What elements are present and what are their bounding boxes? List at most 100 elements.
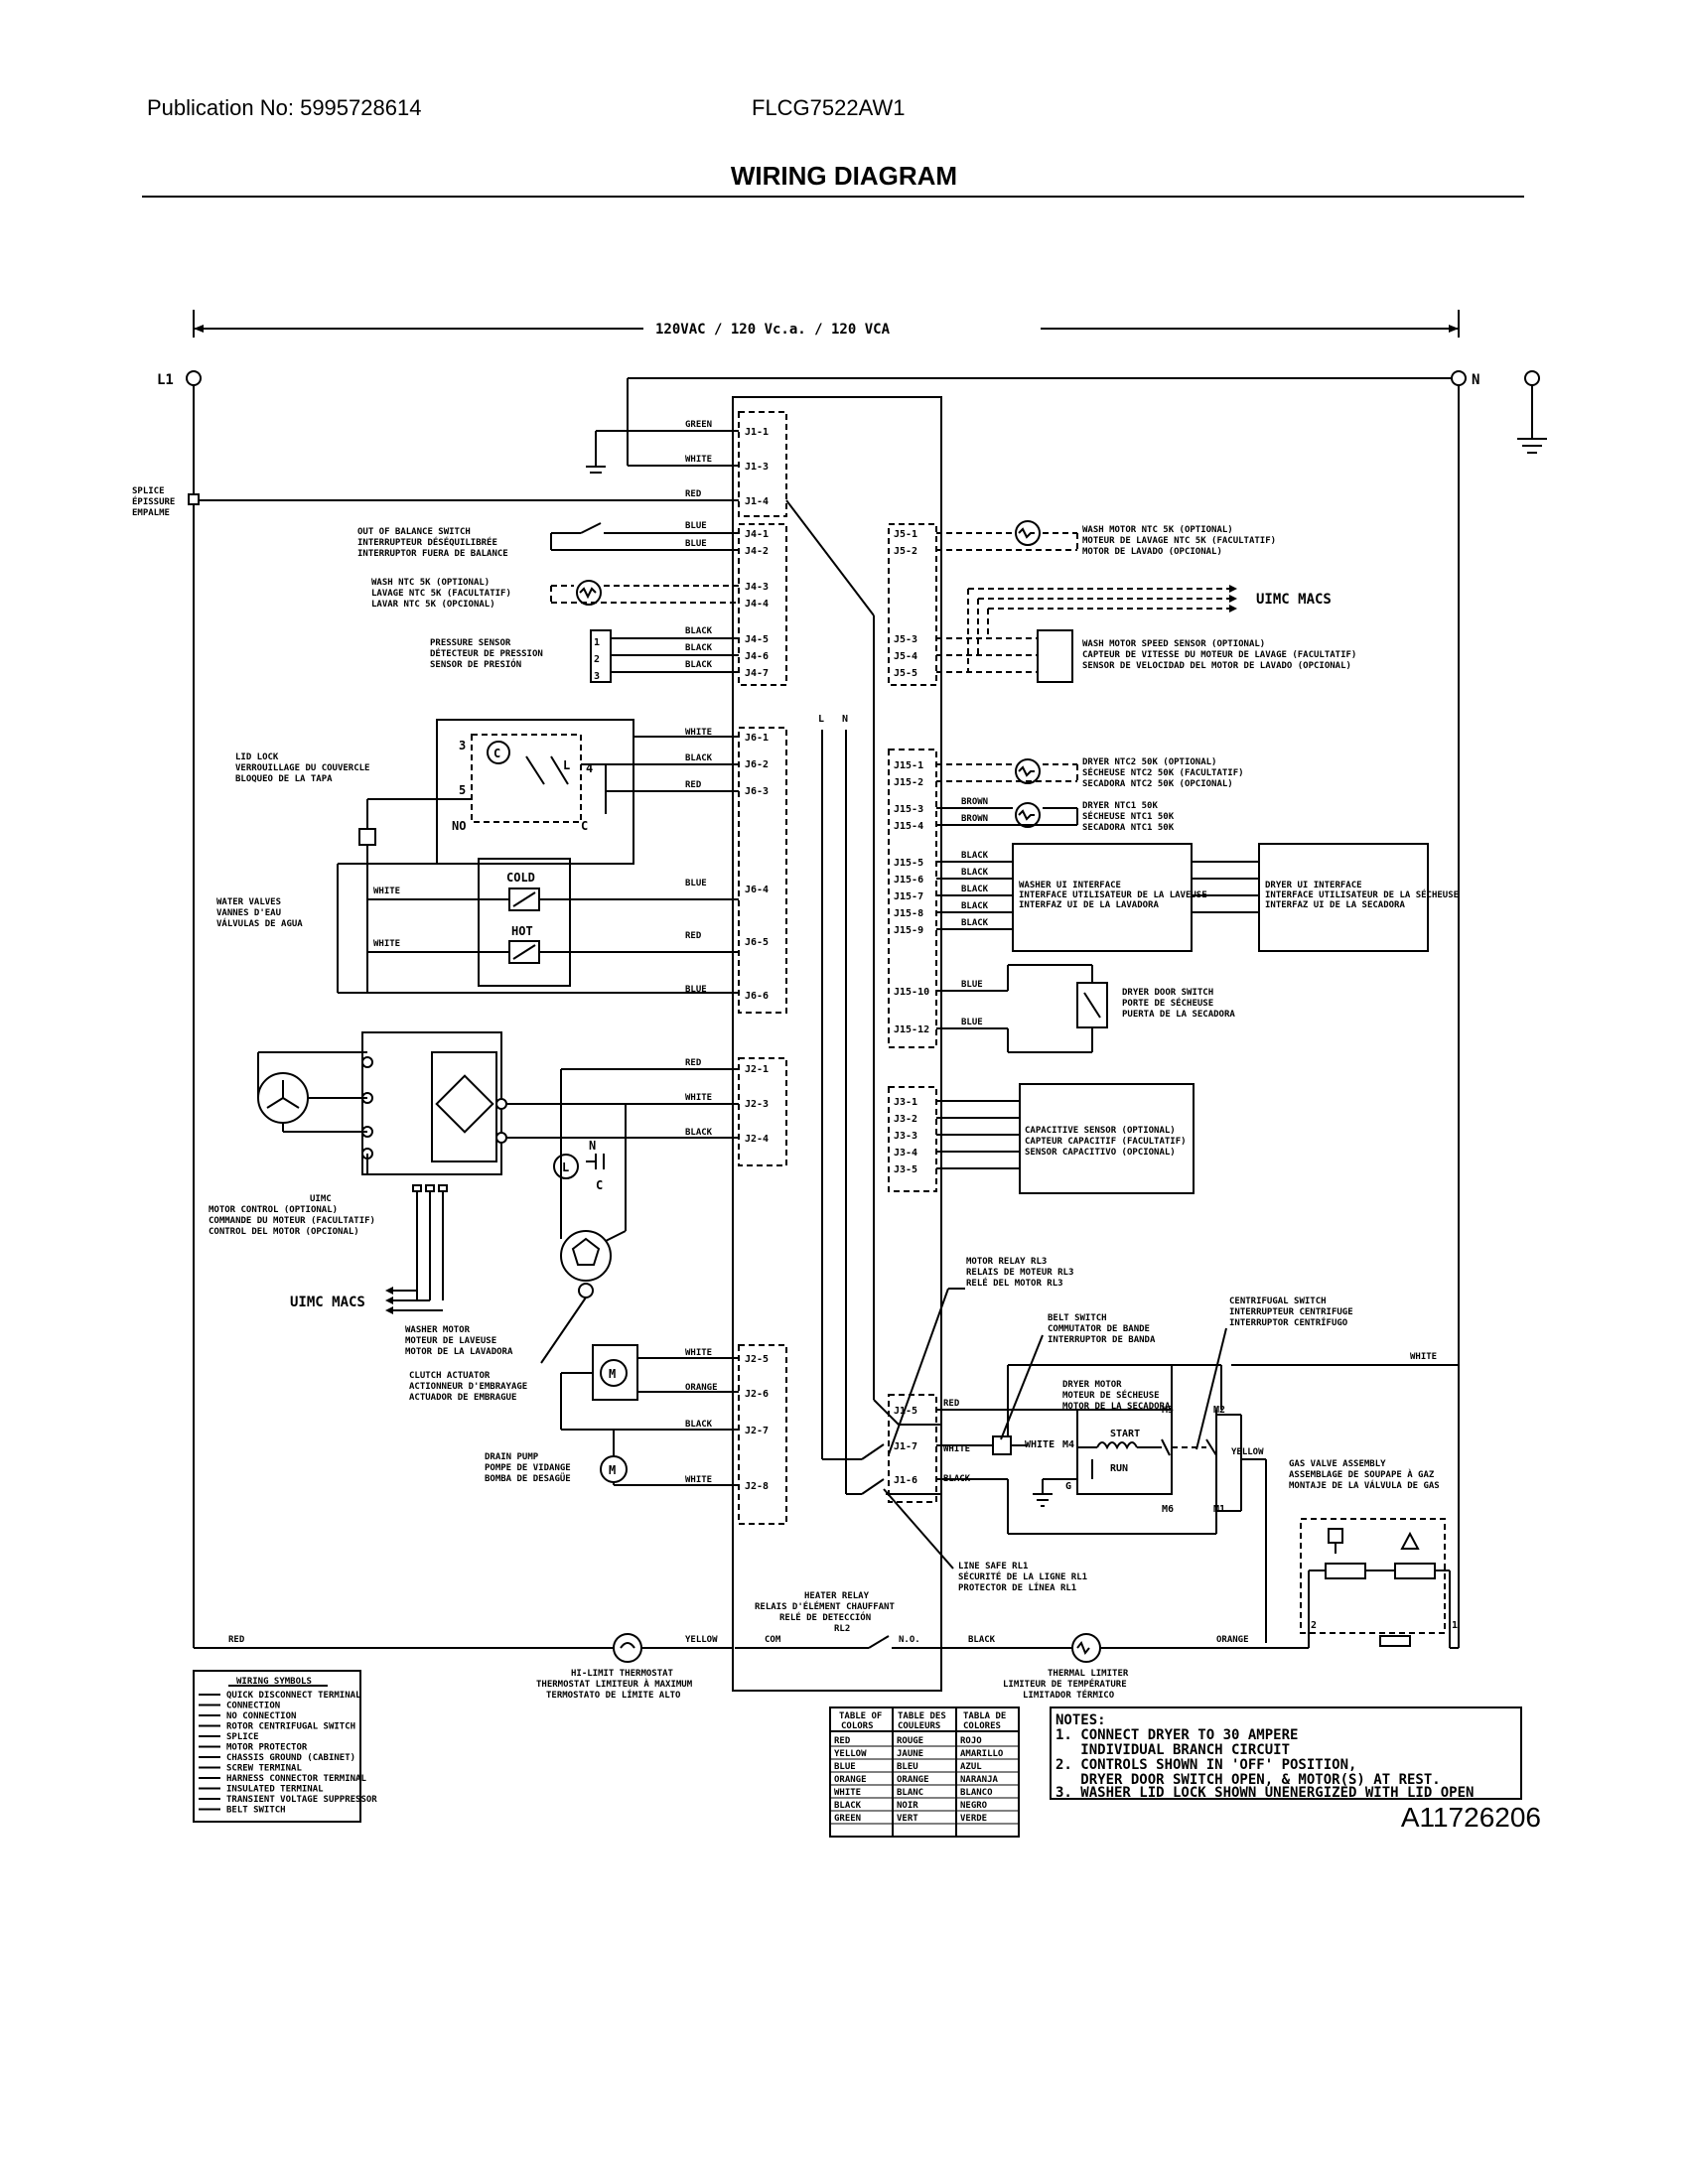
uimc-label: UIMC MOTOR CONTROL (OPTIONAL) COMMANDE D… <box>209 1194 375 1237</box>
color-cell: ORANGE <box>834 1775 867 1785</box>
svg-text:START: START <box>1110 1429 1140 1439</box>
svg-text:N: N <box>842 714 848 725</box>
color-cell: GREEN <box>834 1814 861 1824</box>
svg-text:RED: RED <box>685 1058 702 1068</box>
color-cell: ORANGE <box>897 1775 929 1785</box>
svg-text:J6-1: J6-1 <box>745 733 769 744</box>
svg-text:RL2: RL2 <box>834 1624 850 1634</box>
svg-text:SÉCHEUSE NTC2 50K (FACULTATIF): SÉCHEUSE NTC2 50K (FACULTATIF) <box>1082 766 1244 778</box>
svg-text:BOMBA DE DESAGÜE: BOMBA DE DESAGÜE <box>485 1473 571 1484</box>
svg-text:RED: RED <box>685 931 702 941</box>
svg-text:MOTEUR DE LAVAGE NTC 5K (FACUL: MOTEUR DE LAVAGE NTC 5K (FACULTATIF) <box>1082 536 1276 546</box>
svg-text:SENSOR CAPACITIVO (OPCIONAL): SENSOR CAPACITIVO (OPCIONAL) <box>1025 1148 1176 1158</box>
svg-text:COMMUTATOR DE BANDE: COMMUTATOR DE BANDE <box>1048 1324 1150 1334</box>
svg-text:POMPE DE VIDANGE: POMPE DE VIDANGE <box>485 1463 571 1473</box>
heater-relay-label: HEATER RELAY RELAIS D'ÉLÉMENT CHAUFFANT … <box>755 1591 895 1634</box>
svg-text:THERMOSTAT LIMITEUR À MAXIMUM: THERMOSTAT LIMITEUR À MAXIMUM <box>536 1678 693 1690</box>
svg-text:M5: M5 <box>1162 1405 1174 1416</box>
svg-text:WHITE: WHITE <box>685 1093 712 1103</box>
svg-text:BLACK: BLACK <box>961 918 989 928</box>
legend-item: QUICK DISCONNECT TERMINAL <box>226 1691 361 1701</box>
svg-text:WASH MOTOR SPEED SENSOR (OPTIO: WASH MOTOR SPEED SENSOR (OPTIONAL) <box>1082 639 1265 649</box>
color-cell: ROUGE <box>897 1736 923 1746</box>
note-line: 1. CONNECT DRYER TO 30 AMPERE <box>1055 1727 1298 1743</box>
svg-text:MOTOR DE LAVADO (OPCIONAL): MOTOR DE LAVADO (OPCIONAL) <box>1082 547 1222 557</box>
svg-text:J6-3: J6-3 <box>745 786 769 797</box>
svg-text:J15-9: J15-9 <box>894 925 923 936</box>
svg-text:MONTAJE DE LA VÁLVULA DE GAS: MONTAJE DE LA VÁLVULA DE GAS <box>1289 1479 1440 1491</box>
svg-text:RUN: RUN <box>1110 1463 1128 1474</box>
svg-text:WASH NTC 5K (OPTIONAL): WASH NTC 5K (OPTIONAL) <box>371 578 490 588</box>
svg-text:SENSOR DE PRESIÓN: SENSOR DE PRESIÓN <box>430 658 521 670</box>
svg-text:WASH MOTOR NTC 5K (OPTIONAL): WASH MOTOR NTC 5K (OPTIONAL) <box>1082 525 1233 535</box>
note-line: 3. WASHER LID LOCK SHOWN UNENERGIZED WIT… <box>1055 1785 1474 1801</box>
svg-text:M4: M4 <box>1062 1439 1074 1450</box>
svg-text:CLUTCH ACTUATOR: CLUTCH ACTUATOR <box>409 1371 491 1381</box>
svg-text:GREEN: GREEN <box>685 420 712 430</box>
centrifugal-switch-label: CENTRIFUGAL SWITCH INTERRUPTEUR CENTRIFU… <box>1196 1297 1353 1450</box>
svg-text:J3-4: J3-4 <box>894 1148 917 1159</box>
note-line: INDIVIDUAL BRANCH CIRCUIT <box>1055 1742 1290 1758</box>
svg-text:C: C <box>493 747 500 760</box>
svg-text:ACTIONNEUR D'EMBRAYAGE: ACTIONNEUR D'EMBRAYAGE <box>409 1382 527 1392</box>
uimc-motor-control: UIMC MACS <box>257 1031 507 1314</box>
heater-circuit: RED YELLOW COM N.O. BLACK ORANGE <box>194 1628 1459 1663</box>
svg-text:PORTE DE SÉCHEUSE: PORTE DE SÉCHEUSE <box>1122 997 1213 1009</box>
color-cell: YELLOW <box>834 1749 867 1759</box>
svg-text:BLACK: BLACK <box>961 885 989 894</box>
svg-text:BROWN: BROWN <box>961 797 988 807</box>
svg-text:J5-1: J5-1 <box>894 529 917 540</box>
svg-text:2: 2 <box>594 654 600 665</box>
svg-text:WHITE: WHITE <box>685 1348 712 1358</box>
legend-item: SCREW TERMINAL <box>226 1764 302 1774</box>
svg-text:BLACK: BLACK <box>685 643 713 653</box>
belt-switch-label: BELT SWITCH COMMUTATOR DE BANDE INTERRUP… <box>1000 1313 1156 1440</box>
svg-text:PROTECTOR DE LÍNEA RL1: PROTECTOR DE LÍNEA RL1 <box>958 1581 1076 1593</box>
color-cell: BLANCO <box>960 1788 993 1798</box>
svg-text:J3-1: J3-1 <box>894 1097 917 1108</box>
pressure-sensor-label: PRESSURE SENSOR DÉTECTEUR DE PRESSION SE… <box>430 638 543 670</box>
gas-valve-assembly: GAS VALVE ASSEMBLY ASSEMBLAGE DE SOUPAPE… <box>1289 1459 1458 1647</box>
legend-item: HARNESS CONNECTOR TERMINAL <box>226 1774 366 1784</box>
legend-item: NO CONNECTION <box>226 1711 296 1721</box>
connector-j4: J4-1 J4-2 J4-3 J4-4 J4-5 J4-6 J4-7 BLUE … <box>550 521 787 686</box>
svg-text:BLUE: BLUE <box>685 985 707 995</box>
svg-text:J5-4: J5-4 <box>894 651 917 662</box>
svg-text:J2-3: J2-3 <box>745 1099 769 1110</box>
svg-text:J5-2: J5-2 <box>894 546 917 557</box>
svg-text:J1-4: J1-4 <box>745 496 769 507</box>
model-number: FLCG7522AW1 <box>752 95 906 120</box>
svg-text:MOTEUR DE SÉCHEUSE: MOTEUR DE SÉCHEUSE <box>1062 1389 1160 1401</box>
svg-text:MOTOR DE LA SECADORA: MOTOR DE LA SECADORA <box>1062 1402 1171 1412</box>
svg-text:C: C <box>581 819 588 833</box>
svg-text:OUT OF BALANCE SWITCH: OUT OF BALANCE SWITCH <box>357 527 471 537</box>
svg-text:WHITE: WHITE <box>1410 1352 1437 1362</box>
svg-text:CONTROL DEL MOTOR (OPCIONAL): CONTROL DEL MOTOR (OPCIONAL) <box>209 1227 359 1237</box>
svg-text:RED: RED <box>685 780 702 790</box>
water-valves-label: WATER VALVES VANNES D'EAU VÁLVULAS DE AG… <box>216 897 303 929</box>
svg-text:2: 2 <box>1311 1620 1317 1631</box>
svg-text:INTERRUPTOR DE BANDA: INTERRUPTOR DE BANDA <box>1048 1335 1156 1345</box>
svg-text:L: L <box>563 758 570 772</box>
svg-text:J4-7: J4-7 <box>745 668 769 679</box>
svg-text:NO: NO <box>452 819 466 833</box>
svg-text:RED: RED <box>228 1635 245 1645</box>
svg-text:J2-1: J2-1 <box>745 1064 769 1075</box>
svg-text:5: 5 <box>459 783 466 797</box>
svg-text:1: 1 <box>1452 1620 1458 1631</box>
splice-label-fr: ÉPISSURE <box>132 495 175 507</box>
uimc-macs-label-right: UIMC MACS <box>1256 592 1332 608</box>
svg-text:SÉCURITÉ DE LA LIGNE RL1: SÉCURITÉ DE LA LIGNE RL1 <box>958 1570 1087 1582</box>
svg-text:UIMC: UIMC <box>310 1194 332 1204</box>
svg-text:ORANGE: ORANGE <box>685 1383 718 1393</box>
washer-motor: L C N <box>553 1104 627 1298</box>
line-safe-label: LINE SAFE RL1 SÉCURITÉ DE LA LIGNE RL1 P… <box>883 1488 1087 1593</box>
svg-text:BLUE: BLUE <box>685 521 707 531</box>
svg-text:LAVAGE NTC 5K (FACULTATIF): LAVAGE NTC 5K (FACULTATIF) <box>371 589 511 599</box>
svg-text:J15-8: J15-8 <box>894 908 923 919</box>
svg-text:INTERFACE UTILISATEUR DE LA SÉ: INTERFACE UTILISATEUR DE LA SÉCHEUSE <box>1265 888 1459 900</box>
svg-text:J1-6: J1-6 <box>894 1475 917 1486</box>
l1-label: L1 <box>157 372 174 388</box>
svg-text:RED: RED <box>685 489 702 499</box>
uimc-macs-label-left: UIMC MACS <box>290 1295 365 1310</box>
